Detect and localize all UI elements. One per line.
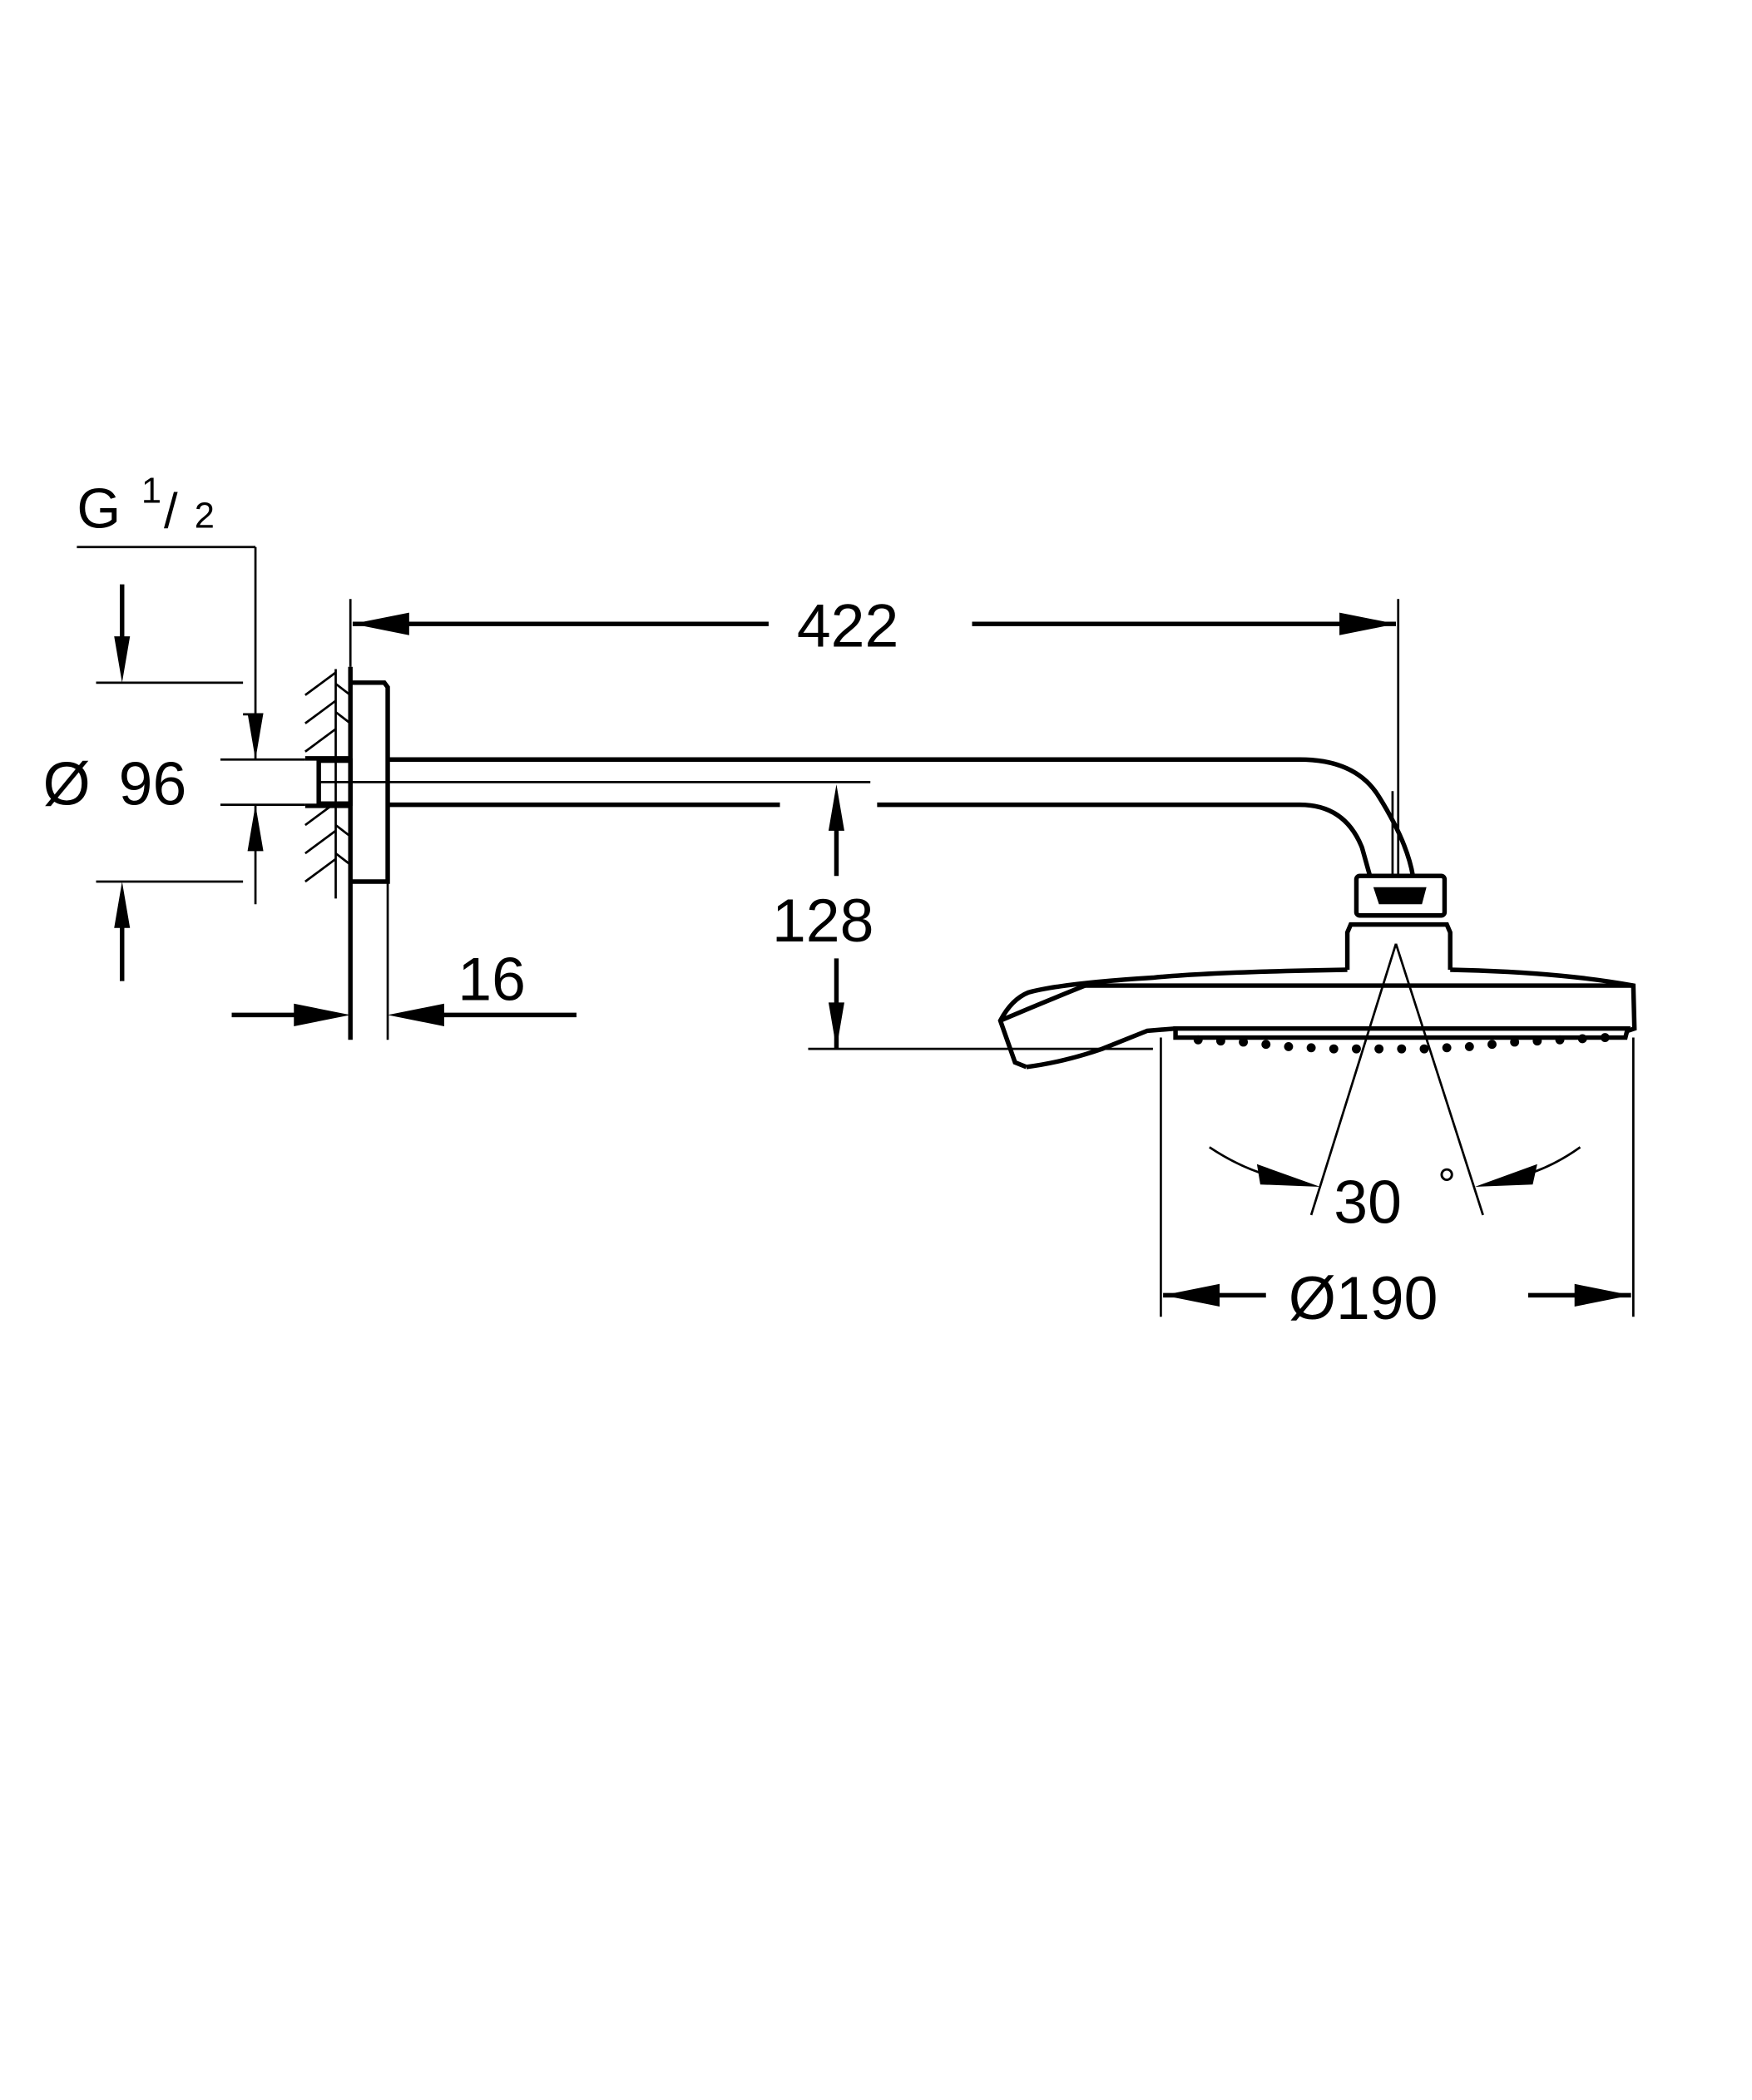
spray-angle-annotation [1209, 943, 1581, 1216]
thread-leader [77, 546, 264, 905]
rosette-diameter-symbol: Ø [43, 750, 91, 818]
thread-label-numerator: 1 [141, 472, 161, 511]
head-diameter-label: Ø190 [1289, 1264, 1438, 1332]
dimension-d96 [96, 584, 305, 981]
rosette-diameter-value: 96 [119, 750, 187, 818]
spray-nozzles [1193, 1033, 1610, 1054]
wall-hatching [304, 669, 352, 899]
drop-height-label: 128 [772, 887, 874, 955]
dimension-422 [349, 599, 1400, 877]
thread-label: G 1 / 2 [77, 472, 214, 541]
thread-label-g: G [77, 477, 121, 541]
spray-angle-value: 30 [1334, 1168, 1402, 1236]
shower-head [997, 873, 1637, 1070]
thread-label-denominator: 2 [195, 497, 215, 536]
arm-projection-label: 422 [797, 591, 898, 660]
spray-angle-unit: ° [1438, 1159, 1456, 1210]
rosette-depth-label: 16 [458, 946, 526, 1014]
dimension-128 [808, 784, 1153, 1050]
wall-rosette [304, 666, 871, 1040]
thread-label-slash: / [164, 483, 178, 539]
dimension-d190 [1160, 1037, 1635, 1317]
shower-arm [388, 757, 1416, 877]
dimension-16 [231, 1003, 577, 1026]
